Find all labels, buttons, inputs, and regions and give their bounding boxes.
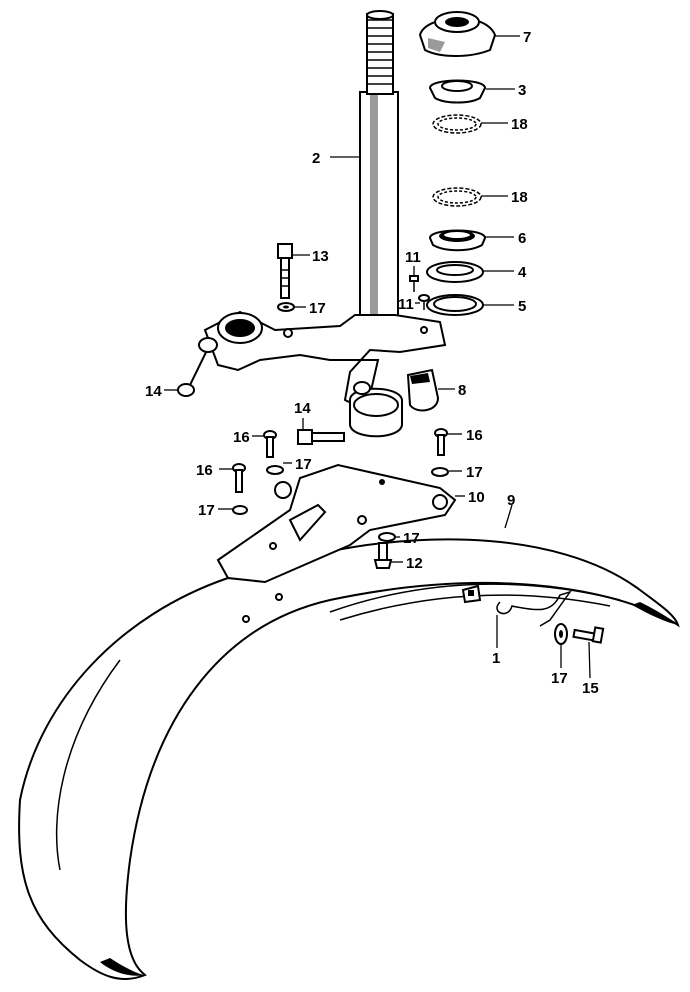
callout-3: 3 <box>518 82 526 99</box>
callout-17-e: 17 <box>403 530 420 547</box>
dust-seal-5 <box>426 294 484 316</box>
callout-10: 10 <box>468 489 485 506</box>
steering-lock-8 <box>406 368 440 412</box>
bolt-13 <box>277 243 293 299</box>
screw-16-right <box>434 428 448 456</box>
callout-13: 13 <box>312 248 329 265</box>
bolt-15 <box>572 626 605 644</box>
washer-17-c <box>431 467 449 477</box>
screw-16-middle <box>263 430 277 458</box>
steel-balls-lower <box>432 187 482 207</box>
callout-17-f: 17 <box>551 670 568 687</box>
callout-5: 5 <box>518 298 526 315</box>
steel-balls-upper <box>432 114 482 134</box>
screw-11-upper <box>409 275 419 292</box>
callout-15: 15 <box>582 680 599 697</box>
callout-17-b: 17 <box>295 456 312 473</box>
callout-14-left: 14 <box>145 383 162 400</box>
callout-11-upper: 11 <box>405 249 421 266</box>
callouts: 7 3 18 2 18 6 13 11 4 11 5 17 14 8 14 16… <box>145 29 599 697</box>
callout-4: 4 <box>518 264 527 281</box>
callout-7: 7 <box>523 29 531 46</box>
steering-stem <box>359 10 399 343</box>
callout-18-lower: 18 <box>511 189 528 206</box>
callout-1: 1 <box>492 650 500 667</box>
callout-16-right: 16 <box>466 427 483 444</box>
bolt-14-middle <box>297 429 345 445</box>
race-4 <box>426 261 484 283</box>
bolt-12 <box>373 542 393 569</box>
callout-8: 8 <box>458 382 466 399</box>
callout-9: 9 <box>507 492 515 509</box>
callout-17-d: 17 <box>198 502 215 519</box>
washer-17-b <box>266 465 284 475</box>
steering-bracket <box>203 310 447 438</box>
washer-17-d <box>232 505 248 515</box>
top-race-6 <box>428 229 487 252</box>
callout-17-a: 17 <box>309 300 326 317</box>
callout-14-middle: 14 <box>294 400 311 417</box>
washer-17-f <box>554 623 568 645</box>
callout-17-c: 17 <box>466 464 483 481</box>
pinch-bolt-14-left <box>177 337 218 397</box>
washer-17-e <box>378 532 396 542</box>
upper-cone-race <box>428 79 487 104</box>
callout-18-upper: 18 <box>511 116 528 133</box>
callout-11-lower: 11 <box>398 296 414 313</box>
callout-12: 12 <box>406 555 423 572</box>
callout-2: 2 <box>312 150 320 167</box>
washer-17-a <box>277 302 295 312</box>
front-fender <box>18 538 680 980</box>
cable-clip-1 <box>461 584 572 627</box>
callout-6: 6 <box>518 230 526 247</box>
screw-16-left <box>232 463 246 493</box>
callout-16-left: 16 <box>196 462 213 479</box>
leader-lines <box>164 35 591 679</box>
top-nut <box>418 11 497 57</box>
callout-16-middle: 16 <box>233 429 250 446</box>
screw-11-lower <box>418 294 430 310</box>
fender-bracket <box>216 463 457 584</box>
